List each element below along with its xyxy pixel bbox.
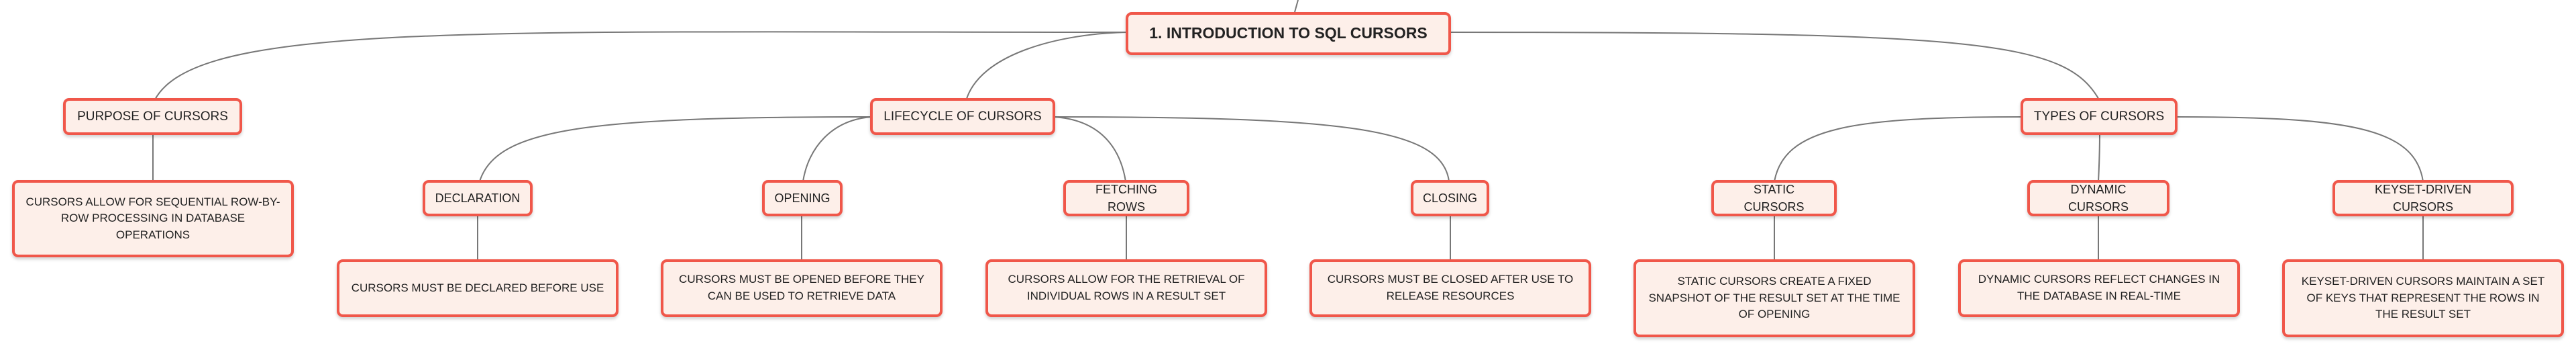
- child-node-static[interactable]: STATIC CURSORS: [1711, 180, 1837, 216]
- branch-node-lifecycle[interactable]: LIFECYCLE OF CURSORS: [870, 98, 1055, 135]
- connector-lifecycle-opening: [802, 116, 873, 182]
- description-node-declaration-text: CURSORS MUST BE DECLARED BEFORE USE: [351, 281, 604, 294]
- branch-node-lifecycle-label: LIFECYCLE OF CURSORS: [883, 109, 1042, 124]
- child-node-closing[interactable]: CLOSING: [1411, 180, 1489, 216]
- child-node-static-label: STATIC CURSORS: [1743, 182, 1805, 214]
- child-node-declaration[interactable]: DECLARATION: [423, 180, 533, 216]
- connector-types-static: [1774, 116, 2023, 182]
- child-node-keyset[interactable]: KEYSET-DRIVEN CURSORS: [2332, 180, 2514, 216]
- root-node[interactable]: 1. INTRODUCTION TO SQL CURSORS: [1126, 12, 1451, 55]
- branch-node-types-label: TYPES OF CURSORS: [2033, 109, 2165, 124]
- connector-root-purpose: [154, 31, 1128, 101]
- child-node-fetching[interactable]: FETCHING ROWS: [1063, 180, 1189, 216]
- connector-root-lifecycle: [965, 32, 1128, 101]
- description-node-dynamic[interactable]: DYNAMIC CURSORS REFLECT CHANGES IN THE D…: [1958, 259, 2240, 317]
- description-node-keyset[interactable]: KEYSET-DRIVEN CURSORS MAINTAIN A SET OF …: [2282, 259, 2564, 337]
- child-node-declaration-label: DECLARATION: [435, 191, 521, 205]
- description-node-keyset-text: KEYSET-DRIVEN CURSORS MAINTAIN A SET OF …: [2301, 275, 2545, 321]
- child-node-fetching-label: FETCHING ROWS: [1095, 182, 1157, 214]
- connector-types-dynamic: [2098, 132, 2100, 182]
- connector-lifecycle-declaration: [479, 116, 873, 182]
- branch-node-types[interactable]: TYPES OF CURSORS: [2021, 98, 2178, 135]
- child-node-closing-label: CLOSING: [1422, 191, 1478, 205]
- description-node-closing[interactable]: CURSORS MUST BE CLOSED AFTER USE TO RELE…: [1309, 259, 1591, 317]
- description-node-opening[interactable]: CURSORS MUST BE OPENED BEFORE THEY CAN B…: [661, 259, 943, 317]
- description-node-dynamic-text: DYNAMIC CURSORS REFLECT CHANGES IN THE D…: [1978, 273, 2220, 302]
- child-node-opening[interactable]: OPENING: [762, 180, 843, 216]
- description-node-purpose-text: CURSORS ALLOW FOR SEQUENTIAL ROW-BY-ROW …: [25, 195, 280, 241]
- branch-node-purpose[interactable]: PURPOSE OF CURSORS: [63, 98, 242, 135]
- description-node-fetching-text: CURSORS ALLOW FOR THE RETRIEVAL OF INDIV…: [1008, 273, 1245, 302]
- branch-node-purpose-label: PURPOSE OF CURSORS: [77, 109, 228, 124]
- description-node-closing-text: CURSORS MUST BE CLOSED AFTER USE TO RELE…: [1327, 273, 1574, 302]
- connector-types-keyset: [2176, 116, 2424, 182]
- connector-root-types: [1448, 32, 2100, 101]
- description-node-fetching[interactable]: CURSORS ALLOW FOR THE RETRIEVAL OF INDIV…: [985, 259, 1267, 317]
- child-node-opening-label: OPENING: [774, 191, 830, 205]
- child-node-dynamic-label: DYNAMIC CURSORS: [2068, 182, 2129, 214]
- description-node-purpose[interactable]: CURSORS ALLOW FOR SEQUENTIAL ROW-BY-ROW …: [12, 180, 294, 257]
- connector-lifecycle-closing: [1053, 116, 1450, 182]
- connector-lifecycle-fetching: [1053, 116, 1126, 182]
- description-node-declaration[interactable]: CURSORS MUST BE DECLARED BEFORE USE: [337, 259, 619, 317]
- child-node-dynamic[interactable]: DYNAMIC CURSORS: [2027, 180, 2169, 216]
- root-node-label: 1. INTRODUCTION TO SQL CURSORS: [1149, 24, 1428, 42]
- description-node-static-text: STATIC CURSORS CREATE A FIXED SNAPSHOT O…: [1648, 275, 1900, 321]
- description-node-opening-text: CURSORS MUST BE OPENED BEFORE THEY CAN B…: [679, 273, 924, 302]
- connector-root-parent: [1294, 0, 1299, 13]
- description-node-static[interactable]: STATIC CURSORS CREATE A FIXED SNAPSHOT O…: [1633, 259, 1915, 337]
- child-node-keyset-label: KEYSET-DRIVEN CURSORS: [2374, 182, 2472, 214]
